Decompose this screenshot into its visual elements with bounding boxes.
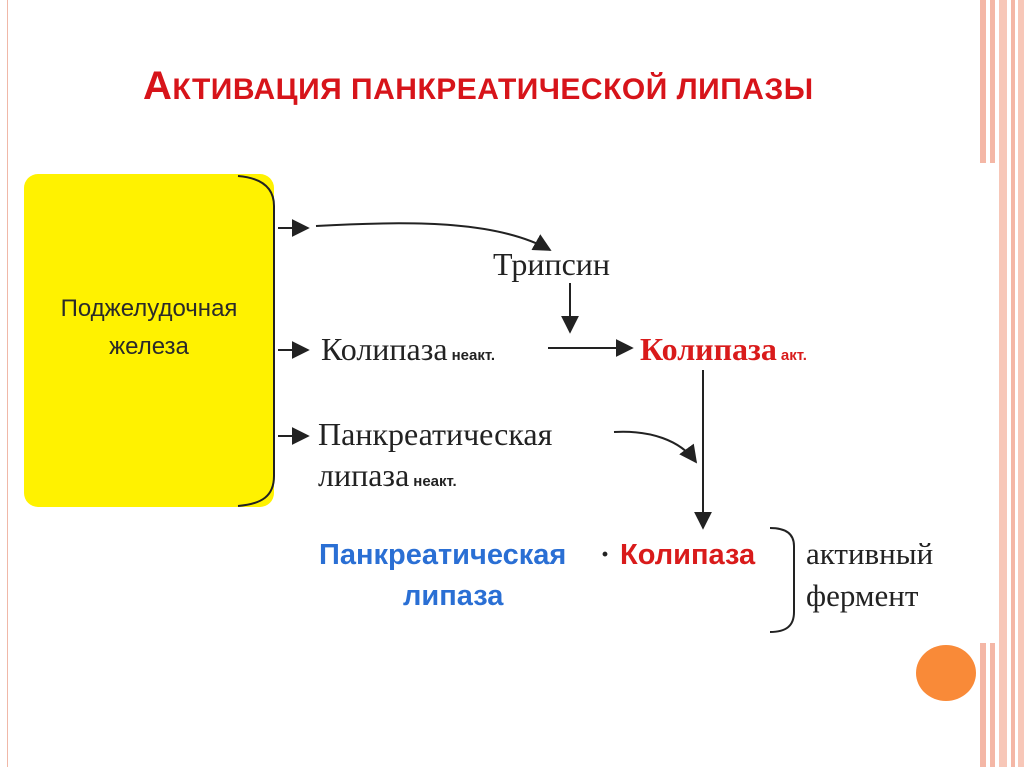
colipase-active-name: Колипаза [640, 331, 777, 367]
arrow-curve-trypsin [315, 222, 552, 251]
lipase-inactive-state: неакт. [413, 473, 457, 490]
title-rest: КТИВАЦИЯ ПАНКРЕАТИЧЕСКОЙ ЛИПАЗЫ [172, 73, 814, 106]
complex-colipase: Колипаза [620, 539, 756, 571]
stripe-cutout [980, 163, 998, 643]
pancreas-label-line1: Поджелудочная [60, 295, 238, 322]
pancreas-label: Поджелудочная железа [24, 290, 274, 366]
lipase-inactive-line2: липаза [318, 457, 410, 493]
result-bracket [769, 527, 795, 633]
pancreas-box [24, 174, 274, 507]
complex-lipase-line2: липаза [403, 580, 504, 612]
lipase-inactive-line1: Панкреатическая [318, 416, 553, 452]
pancreas-label-line2: железа [109, 333, 189, 360]
result-line2: фермент [806, 578, 919, 613]
orange-circle-decoration [916, 645, 976, 701]
gland-bracket [237, 175, 275, 507]
slide-title: АКТИВАЦИЯ ПАНКРЕАТИЧЕСКОЙ ЛИПАЗЫ [143, 64, 903, 109]
title-initial: А [143, 64, 173, 108]
colipase-active-state: акт. [780, 347, 807, 364]
colipase-inactive-state: неакт. [451, 347, 496, 364]
arrow-curve-lipase [613, 430, 698, 464]
complex-separator: · [600, 538, 611, 571]
complex-lipase-line1: Панкреатическая [319, 539, 567, 571]
colipase-inactive-name: Колипаза [321, 331, 448, 367]
frame-border-left [7, 0, 8, 767]
trypsin-label: Трипсин [493, 246, 611, 282]
result-line1: активный [806, 536, 934, 571]
